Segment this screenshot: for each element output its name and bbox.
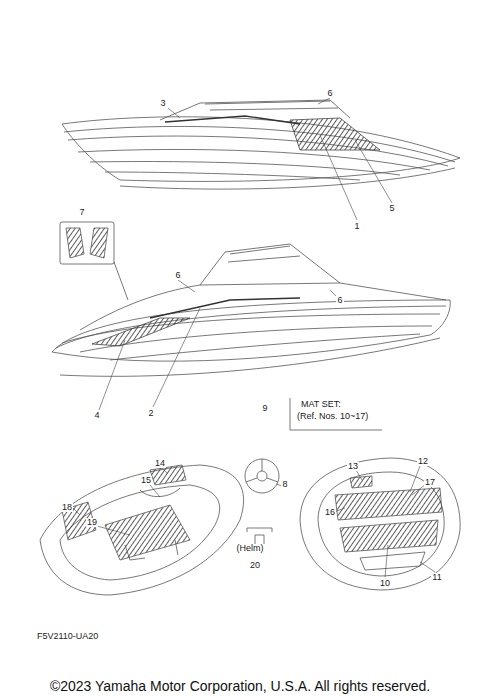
callout-number: 1: [353, 222, 360, 231]
drawing-code: F5V2110-UA20: [36, 632, 99, 641]
callout-number: 3: [159, 99, 166, 108]
callout-number: 17: [424, 478, 436, 487]
note-text: MAT SET:: [300, 400, 342, 409]
copyright-caption: ©2023 Yamaha Motor Corporation, U.S.A. A…: [0, 678, 480, 694]
callout-number: 4: [93, 411, 100, 420]
callout-number: 20: [249, 561, 261, 570]
callout-number: 8: [281, 480, 288, 489]
callout-number: 7: [78, 208, 85, 217]
callout-number: 2: [147, 409, 154, 418]
callout-number: 12: [417, 457, 429, 466]
callout-number: 16: [324, 508, 336, 517]
callout-number: 6: [174, 271, 181, 280]
callout-number: 11: [431, 573, 442, 582]
callout-number: 19: [86, 518, 98, 527]
callout-number: 6: [336, 296, 343, 305]
callout-number: 6: [326, 89, 333, 98]
note-text: (Helm): [236, 544, 265, 553]
callout-number: 14: [154, 459, 166, 468]
callout-number: 5: [388, 204, 395, 213]
note-text: (Ref. Nos. 10~17): [296, 412, 369, 421]
callout-number: 10: [379, 579, 391, 588]
callout-number: 15: [140, 476, 152, 485]
callout-number: 18: [61, 503, 73, 512]
callout-number: 13: [347, 462, 359, 471]
callout-number: 9: [261, 404, 268, 413]
